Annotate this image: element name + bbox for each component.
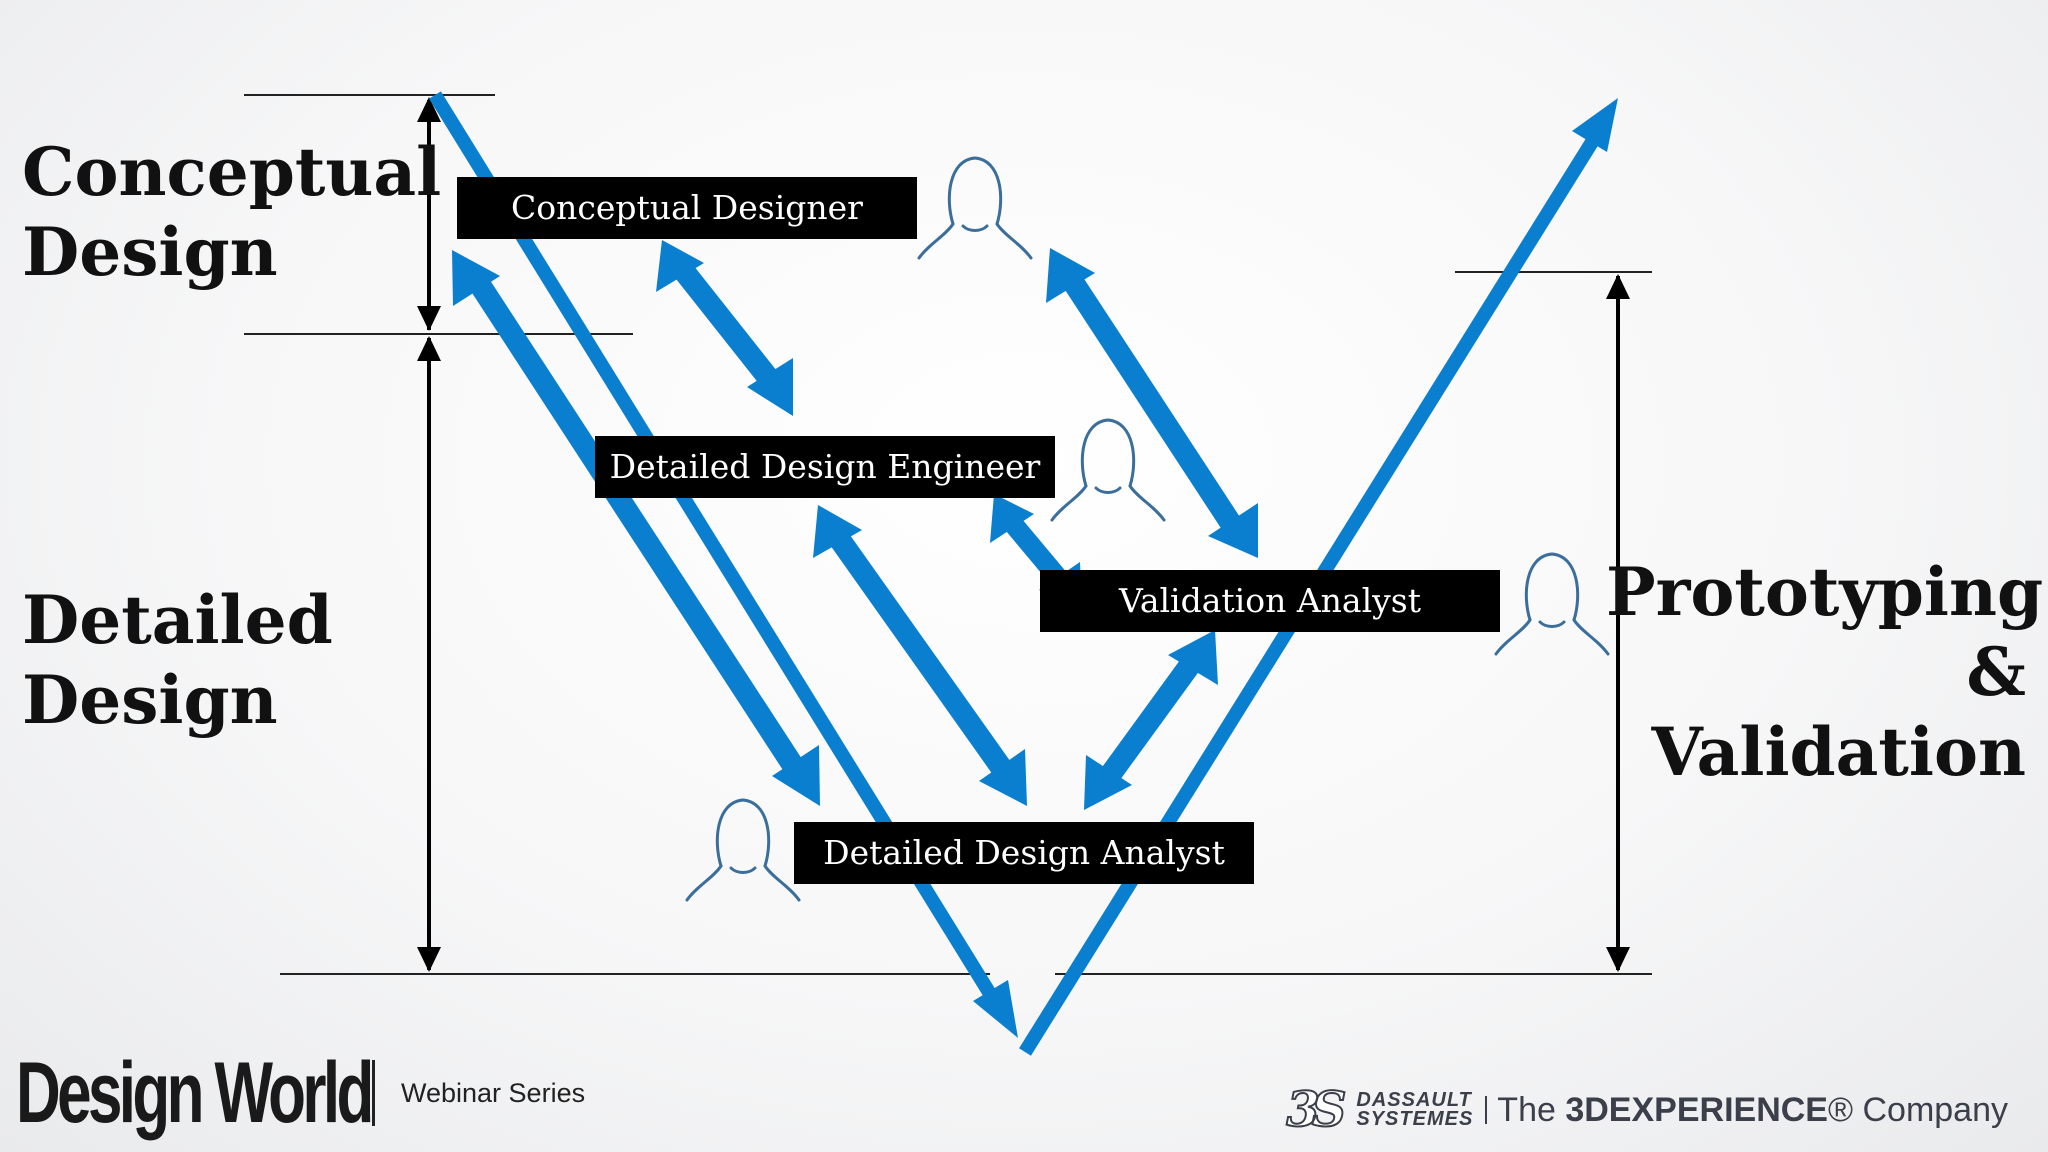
- arrow-validation-to-dd-analyst: [1084, 630, 1218, 810]
- person-outline-icon: [1494, 552, 1610, 656]
- person-outline-icon: [1050, 418, 1166, 522]
- tagline-suffix: ® Company: [1827, 1090, 2008, 1129]
- arrow-conceptual-to-validation: [1046, 248, 1258, 558]
- arrow-conceptual-to-dd-engineer: [656, 240, 793, 416]
- design-world-logo-group: Design World Webinar Series: [16, 1048, 585, 1138]
- role-label-validation-analyst: Validation Analyst: [1040, 570, 1500, 632]
- logo-divider: [372, 1060, 375, 1126]
- phase-label-prototyping-validation: Prototyping & Validation: [1606, 553, 2044, 791]
- role-label-detailed-design-analyst: Detailed Design Analyst: [794, 822, 1254, 884]
- conceptual-span-arrow: [417, 97, 441, 331]
- 3dexperience-tagline: The 3DEXPERIENCE® Company: [1497, 1091, 2008, 1130]
- tagline-brand: 3DEXPERIENCE: [1565, 1090, 1828, 1129]
- dassault-logo-group: 3S DASSAULT SYSTEMES The 3DEXPERIENCE® C…: [1285, 1080, 2008, 1140]
- validation-span-arrow: [1606, 274, 1630, 972]
- phase-label-detailed-design: Detailed Design: [22, 581, 333, 739]
- person-outline-icon: [685, 798, 801, 902]
- arrow-dd-engineer-to-dd-analyst: [813, 505, 1027, 806]
- role-label-detailed-design-engineer: Detailed Design Engineer: [595, 436, 1055, 498]
- tagline-prefix: The: [1497, 1090, 1566, 1129]
- dassault-systemes-name: DASSAULT SYSTEMES: [1356, 1089, 1474, 1130]
- dassault-divider: [1485, 1096, 1488, 1124]
- webinar-series-label: Webinar Series: [401, 1077, 586, 1108]
- detailed-span-arrow: [417, 336, 441, 972]
- dassault-3ds-mark-icon: 3S: [1285, 1081, 1347, 1139]
- phase-label-conceptual-design: Conceptual Design: [22, 133, 442, 291]
- role-label-conceptual-designer: Conceptual Designer: [457, 177, 917, 239]
- arrow-conceptual-to-dd-analyst: [452, 250, 820, 806]
- design-world-logo: Design World: [16, 1045, 374, 1141]
- person-outline-icon: [917, 156, 1033, 260]
